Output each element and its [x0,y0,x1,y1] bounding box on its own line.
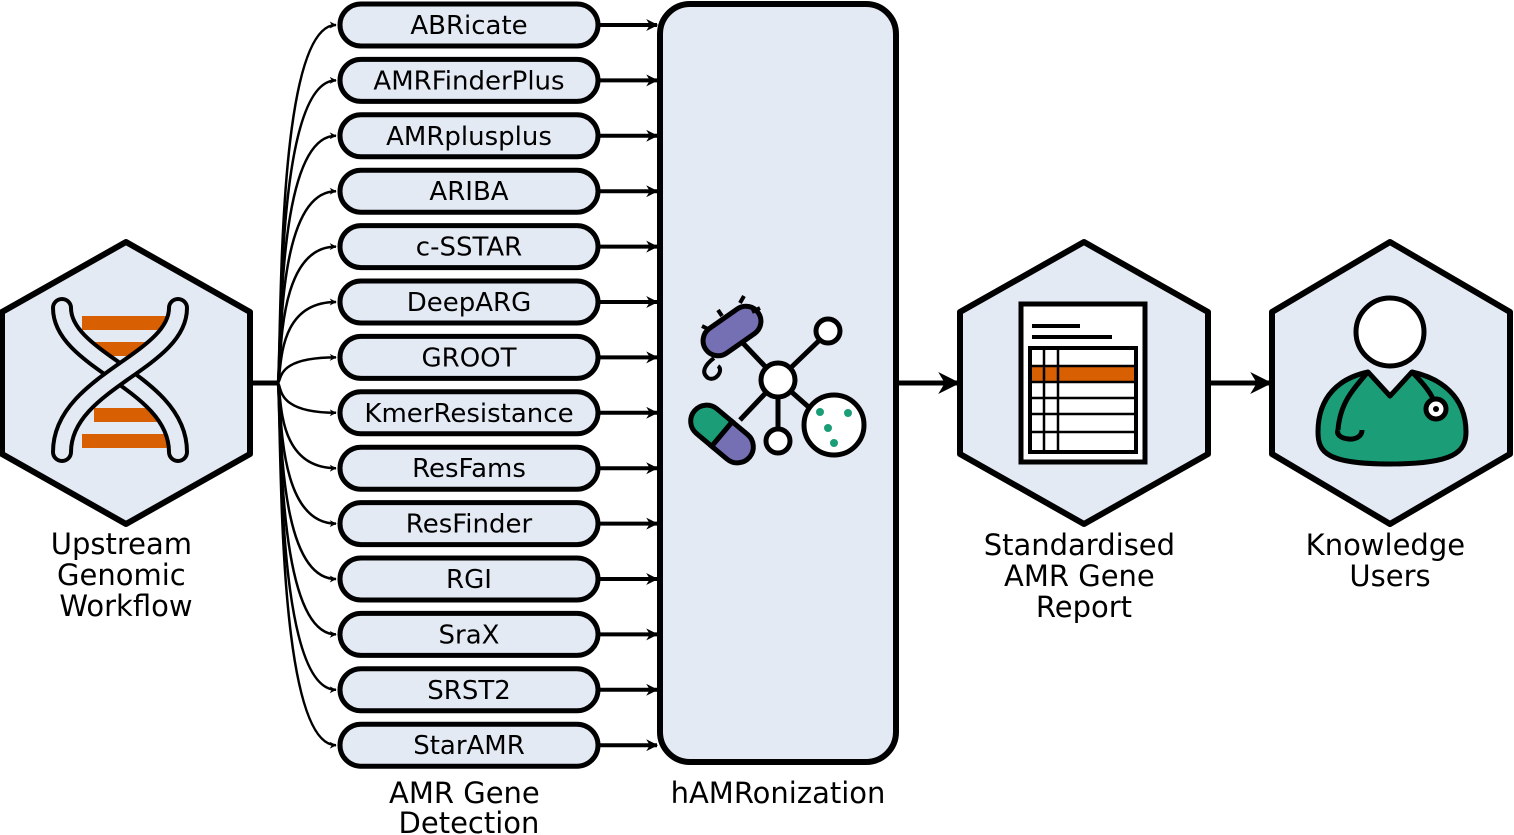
network-icon [688,295,867,466]
branch-connectors [276,21,337,749]
users-node: Knowledge Users [1269,239,1513,593]
tool-label: RGI [446,565,492,595]
report-label-line: AMR Gene [1004,559,1155,593]
detection-caption: AMR Gene Detection [389,776,549,835]
tool-item: DeepARG [337,278,601,326]
report-label-line: Report [1036,590,1132,624]
tool-item: ABRicate [337,1,601,49]
branch-connector [276,353,337,384]
users-label: Knowledge Users [1306,528,1475,593]
harmonization-caption: hAMRonization [671,776,886,810]
branch-connector [276,298,337,384]
tool-item: ResFinder [337,500,601,548]
bacterium-icon [700,295,764,381]
tool-label: StarAMR [413,731,525,761]
tool-item: KmerResistance [337,389,601,437]
doctor-icon [1315,295,1469,467]
upstream-label-line: Upstream [51,527,192,561]
tool-label: KmerResistance [364,399,573,429]
tool-label: SRST2 [427,676,511,706]
harmonization-node [657,1,899,765]
tool-label: DeepARG [407,288,532,318]
tool-label: AMRFinderPlus [373,66,564,96]
tool-item: SraX [337,610,601,658]
tool-item: GROOT [337,333,601,381]
report-label: Standardised AMR Gene Report [984,528,1185,624]
dna-icon [51,297,189,463]
tool-item: SRST2 [337,666,601,714]
capsule-icon [688,402,756,466]
report-node: Standardised AMR Gene Report [957,239,1211,624]
tool-item: AMRFinderPlus [337,56,601,104]
report-table-icon [1018,301,1148,465]
detection-caption-line: AMR Gene [389,776,540,810]
tool-label: SraX [439,620,500,650]
tool-item: StarAMR [337,721,601,769]
users-label-line: Knowledge [1306,528,1465,562]
tool-item: RGI [337,555,601,603]
users-label-line: Users [1349,559,1430,593]
detection-caption-line: Detection [399,806,540,835]
upstream-label: Upstream Genomic Workflow [51,527,201,623]
tool-item: c-SSTAR [337,223,601,271]
branch-connector [276,382,337,472]
branch-connector [276,382,337,417]
users-hexagon [1269,239,1513,527]
tool-label: AMRplusplus [386,122,552,152]
tool-label: ResFams [412,454,526,484]
tool-label: ResFinder [406,510,533,540]
petri-dish-icon [801,392,867,458]
tool-item: ResFams [337,444,601,492]
tool-label: c-SSTAR [416,233,522,263]
report-label-line: Standardised [984,528,1175,562]
tool-label: ABRicate [410,11,527,41]
tool-item: AMRplusplus [337,112,601,160]
upstream-node: Upstream Genomic Workflow [0,239,253,623]
tool-item: ARIBA [337,167,601,215]
branch-connector [276,382,337,749]
upstream-label-line: Workflow [59,589,192,623]
tool-label: GROOT [421,343,516,373]
upstream-label-line: Genomic [57,558,186,592]
tool-label: ARIBA [429,177,508,207]
